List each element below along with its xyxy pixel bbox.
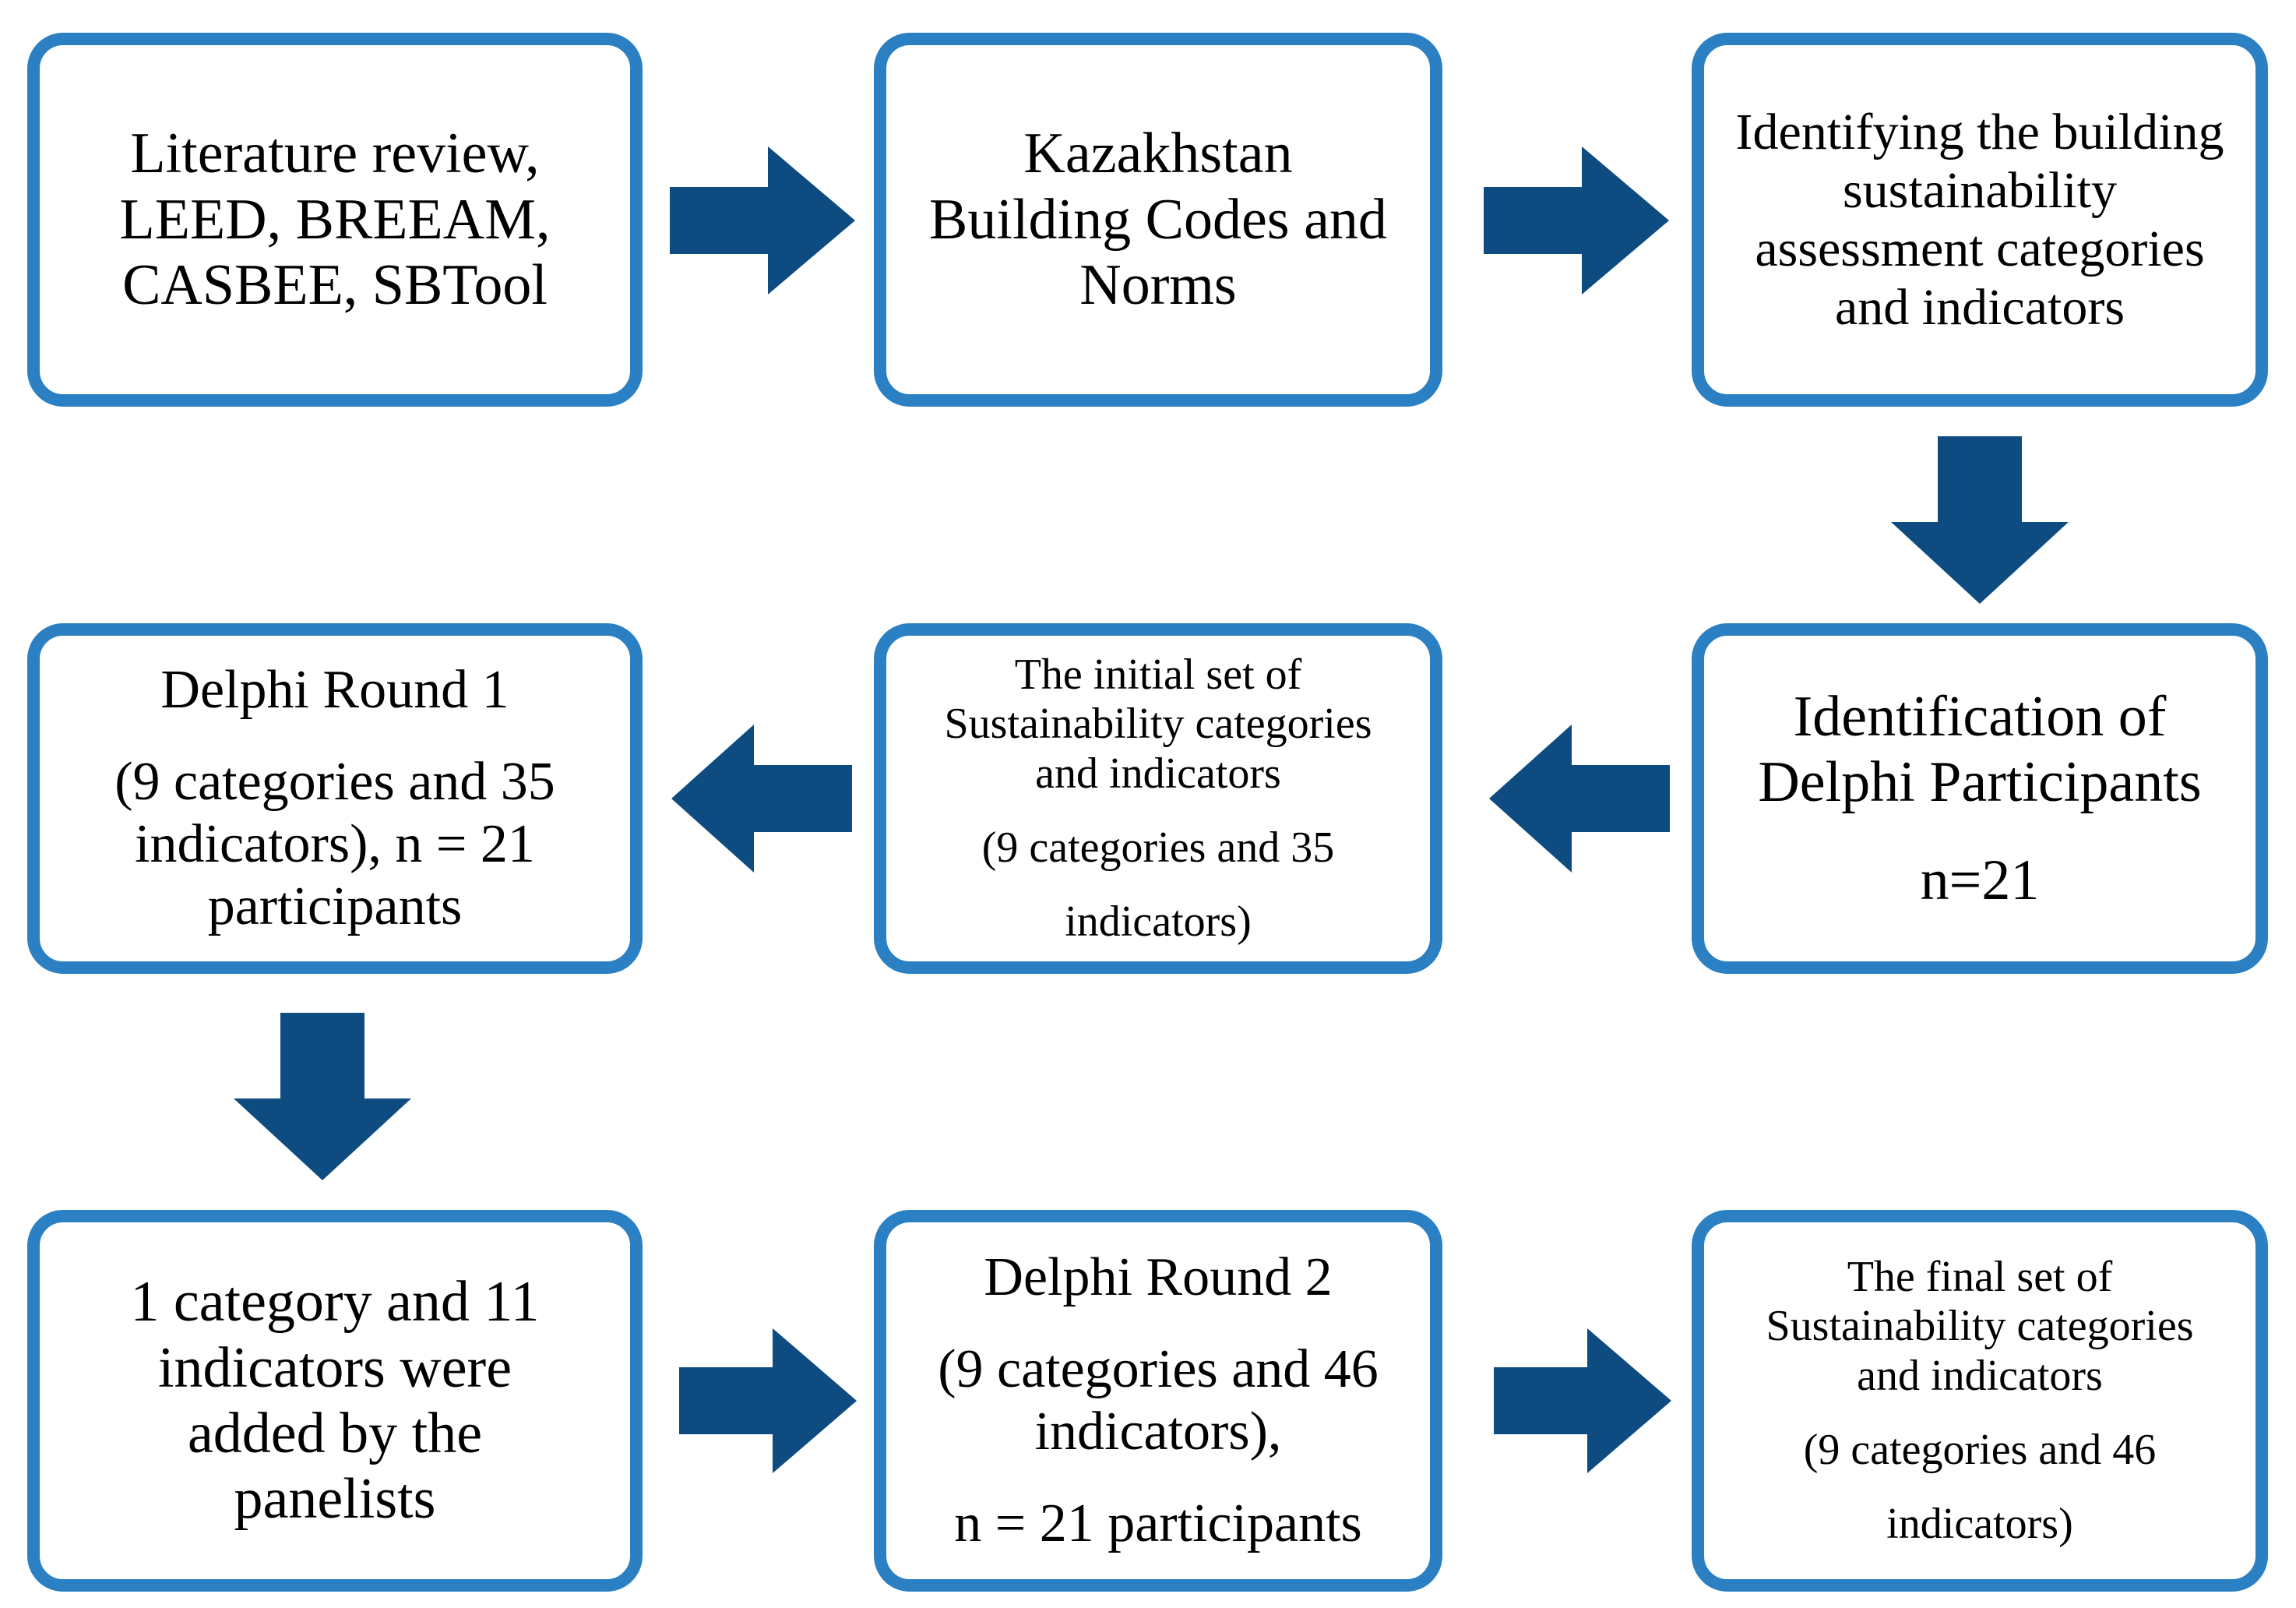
node-line: and indicators: [1857, 1352, 2103, 1401]
node-line: n = 21 participants: [954, 1493, 1362, 1554]
node-line: 1 category and 11: [130, 1270, 540, 1335]
node-line: Delphi Round 2: [984, 1247, 1333, 1307]
node-line: indicators),: [1034, 1402, 1282, 1462]
node-line: The initial set of: [1014, 650, 1302, 699]
node-line: indicators were: [157, 1335, 512, 1400]
node-line: Sustainability categories: [1766, 1302, 2194, 1351]
node-line: Kazakhstan: [1023, 122, 1293, 186]
node-literature-review[interactable]: Literature review, LEED, BREEAM, CASBEE,…: [27, 33, 643, 407]
node-line: Identifying the building: [1735, 103, 2224, 160]
node-line: Literature review,: [130, 122, 540, 186]
arrow-identify-to-participants: [1891, 436, 2069, 604]
node-added-by-panelists[interactable]: 1 category and 11 indicators were added …: [27, 1210, 643, 1592]
node-line: participants: [207, 876, 463, 937]
node-line: and indicators: [1035, 749, 1281, 799]
arrow-round2-to-final: [1494, 1328, 1671, 1473]
node-line: Delphi Participants: [1758, 750, 2202, 815]
node-kazakhstan-building-codes[interactable]: Kazakhstan Building Codes and Norms: [874, 33, 1442, 407]
node-line: CASBEE, SBTool: [122, 253, 548, 318]
node-line: sustainability: [1843, 161, 2117, 219]
node-line: (9 categories and 35: [981, 823, 1335, 872]
node-line: Building Codes and: [929, 187, 1387, 252]
node-line: (9 categories and 46: [1803, 1425, 2157, 1474]
node-line: Sustainability categories: [944, 700, 1372, 749]
node-initial-set[interactable]: The initial set of Sustainability catego…: [874, 623, 1442, 974]
node-line: panelists: [234, 1467, 436, 1532]
node-line: The final set of: [1847, 1252, 2113, 1301]
node-delphi-round-2[interactable]: Delphi Round 2 (9 categories and 46 indi…: [874, 1210, 1442, 1592]
node-delphi-round-1[interactable]: Delphi Round 1 (9 categories and 35 indi…: [27, 623, 643, 974]
node-line: Delphi Round 1: [160, 660, 509, 721]
node-line: (9 categories and 35: [114, 752, 555, 813]
arrow-panelists-to-round2: [679, 1328, 857, 1473]
node-line: added by the: [187, 1402, 483, 1465]
node-line: indicators): [1886, 1499, 2073, 1548]
node-identifying-categories[interactable]: Identifying the building sustainability …: [1692, 33, 2268, 407]
node-line: LEED, BREEAM,: [119, 187, 551, 252]
node-identification-participants[interactable]: Identification of Delphi Participants n=…: [1692, 623, 2268, 974]
node-line: n=21: [1920, 848, 2040, 912]
node-line: indicators), n = 21: [135, 814, 535, 875]
arrow-initial-to-round1: [671, 725, 852, 873]
node-line: indicators): [1065, 897, 1252, 946]
node-line: assessment categories: [1755, 220, 2205, 277]
node-line: Identification of: [1793, 685, 2167, 749]
node-line: and indicators: [1834, 279, 2125, 337]
arrow-codes-to-identify: [1484, 146, 1669, 294]
arrow-participants-to-initial: [1489, 725, 1670, 873]
node-line: Norms: [1079, 253, 1237, 318]
node-final-set[interactable]: The final set of Sustainability categori…: [1692, 1210, 2268, 1592]
node-line: (9 categories and 46: [938, 1339, 1379, 1400]
arrow-lit-to-codes: [670, 146, 855, 294]
arrow-round1-to-panelists: [234, 1013, 411, 1180]
